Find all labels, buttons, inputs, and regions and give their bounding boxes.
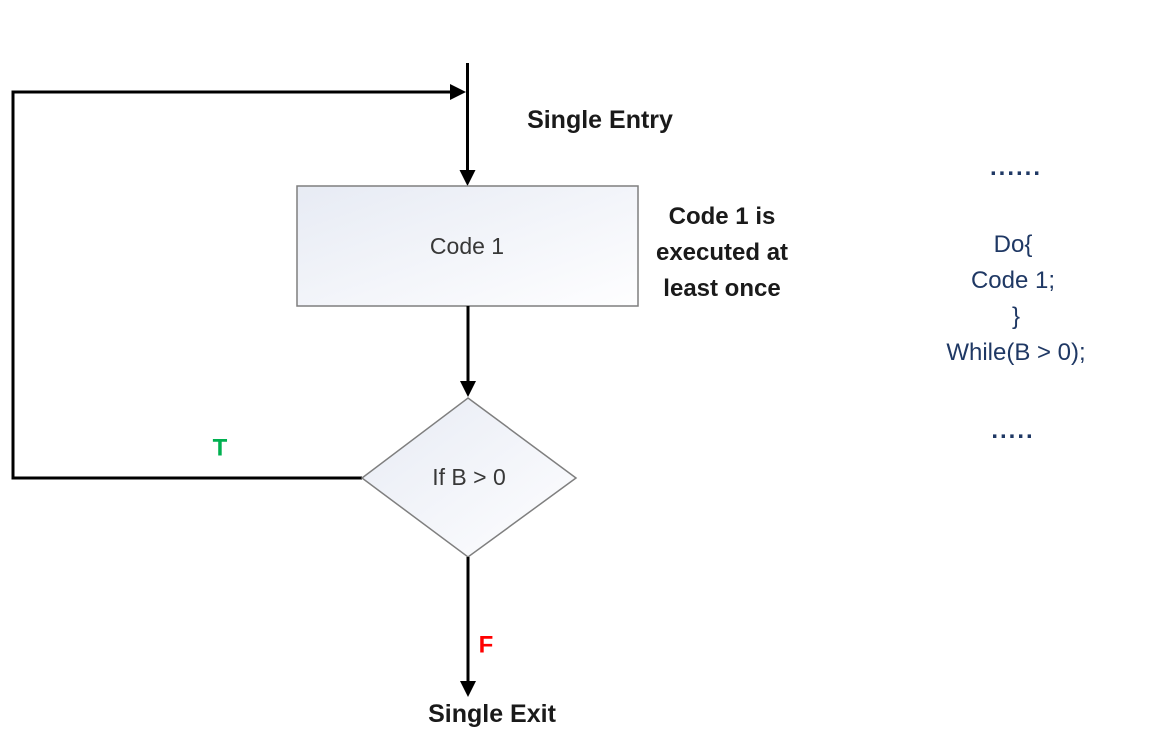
- entry-arrowhead: [459, 170, 476, 186]
- decision-label: If B > 0: [432, 464, 506, 491]
- loop-back-arrowhead: [450, 84, 466, 100]
- single-exit-label: Single Exit: [428, 699, 556, 728]
- loop-back-path: [11, 90, 450, 480]
- process-box: [296, 185, 639, 307]
- process-box-label: Code 1: [429, 233, 505, 260]
- code-line-body: Code 1;: [970, 267, 1056, 294]
- code-line-closebrace: }: [1011, 303, 1021, 330]
- false-branch-label: F: [478, 631, 494, 659]
- true-branch-label: T: [212, 434, 228, 462]
- code-line-do: Do{: [993, 231, 1033, 258]
- single-entry-label: Single Entry: [527, 105, 673, 134]
- code-line-dots-bottom: .....: [991, 417, 1035, 444]
- annotation-text: Code 1 is executed at least once: [655, 203, 789, 302]
- code-line-while: While(B > 0);: [946, 339, 1086, 366]
- box-to-decision-arrowhead: [460, 381, 476, 397]
- code-line-dots-top: ......: [989, 154, 1043, 181]
- exit-arrowhead: [460, 681, 476, 697]
